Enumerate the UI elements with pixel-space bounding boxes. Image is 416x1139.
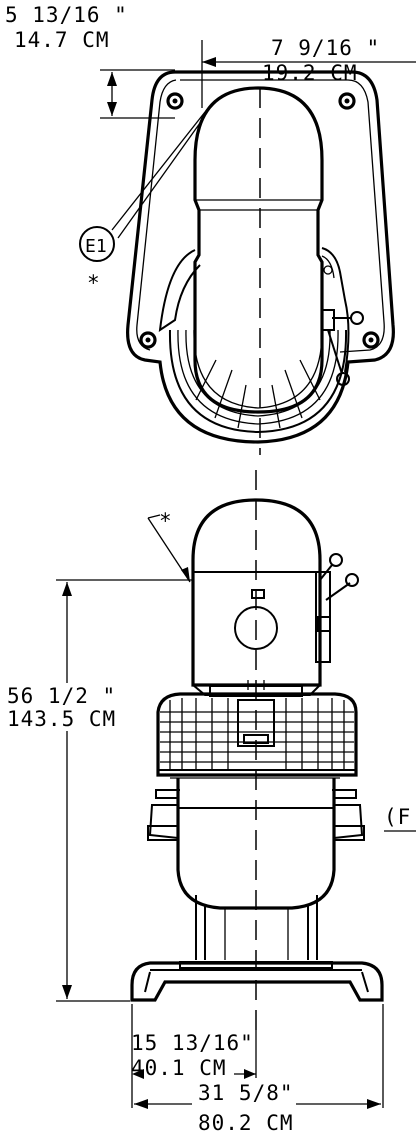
top-depth-cm-label: 14.7 CM [14, 28, 110, 52]
front-width-dimension-line [134, 1099, 381, 1109]
side-fragment-label: (F [384, 805, 411, 829]
top-depth-dimension-line [100, 69, 175, 119]
top-mixer-head [193, 86, 324, 414]
front-guard-wires [160, 698, 354, 770]
top-left-guard-wing [158, 249, 201, 333]
callout-circle [79, 226, 115, 262]
front-height-inch-label: 56 1/2 " [7, 684, 116, 708]
front-width-cm-label: 80.2 CM [198, 1111, 294, 1135]
top-offset-dimension-line [201, 40, 416, 108]
front-height-dimension-line [56, 579, 193, 1002]
top-bolt-holes [139, 92, 380, 349]
front-speed-levers [315, 553, 359, 663]
front-bowl-guard [156, 692, 358, 777]
top-asterisk: * [87, 271, 101, 295]
front-view: * [2, 470, 416, 1135]
front-half-width-dimension-line [132, 1069, 256, 1079]
top-bowl-guard [168, 329, 348, 434]
top-right-handles [321, 247, 364, 386]
top-depth-inch-label: 5 13/16 " [5, 3, 128, 27]
front-half-width-inch-label: 15 13/16" [131, 1031, 254, 1055]
top-view: 5 13/16 " 14.7 CM 7 9/16 " 19.2 CM [5, 3, 416, 455]
front-base [130, 961, 384, 1002]
front-half-width-cm-label: 40.1 CM [131, 1056, 227, 1080]
top-offset-inch-label: 7 9/16 " [271, 36, 380, 60]
top-housing-inner-outline [180, 79, 385, 353]
callout-label: E1 [85, 236, 107, 257]
front-column [195, 895, 318, 960]
front-height-cm-label: 143.5 CM [7, 707, 116, 731]
front-bowl-arms [147, 789, 365, 841]
front-width-inch-label: 31 5/8" [198, 1081, 294, 1105]
front-asterisk: * [159, 509, 173, 533]
top-housing-outline [126, 70, 395, 444]
